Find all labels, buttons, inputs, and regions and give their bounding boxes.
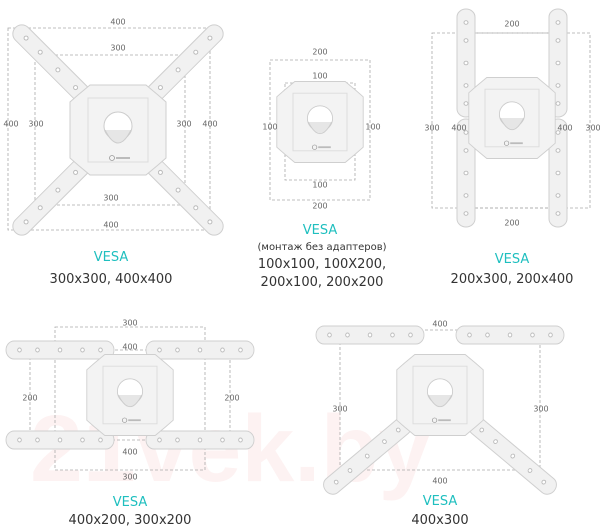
dim-label: 100 [262,122,278,132]
dim-label: 100 [365,122,381,132]
dim-label: 300 [332,404,348,414]
dim-label: 300 [585,123,600,133]
dim-label: 300 [103,193,119,203]
dim-label: 400 [122,342,138,352]
dim-label: 400 [110,17,126,27]
dim-label: 300 [122,318,138,328]
dim-label: 400 [432,319,448,329]
vesa-sizes: 400x300 [411,513,469,528]
dim-label: 100 [312,180,328,190]
vesa-title: VESA [112,495,148,510]
vesa-title: VESA [494,252,530,267]
dim-label: 200 [504,19,520,29]
dim-label: 300 [424,123,440,133]
dim-label: 200 [504,218,520,228]
dim-label: 400 [103,220,119,230]
dim-label: 400 [557,123,573,133]
dim-label: 300 [28,119,44,129]
dim-label: 100 [312,71,328,81]
vesa-title: VESA [302,223,338,238]
dim-label: 200 [312,201,328,211]
dim-label: 300 [122,472,138,482]
vesa-sizes: 100x100, 100X200, [257,257,387,272]
dim-label: 400 [202,119,218,129]
dim-label: 300 [110,43,126,53]
dim-label: 300 [533,404,549,414]
vesa-sizes: 200x300, 200x400 [450,272,574,287]
vesa-title: VESA [93,250,129,265]
dim-label: 200 [224,393,240,403]
dim-label: 300 [176,119,192,129]
vesa-sizes: 400x200, 300x200 [68,513,192,528]
dim-label: 200 [22,393,38,403]
dim-label: 400 [432,476,448,486]
vesa-sizes: 300x300, 400x400 [49,272,173,287]
dim-label: 400 [451,123,467,133]
dim-label: 200 [312,47,328,57]
vesa-sizes: 200x100, 200x200 [260,275,384,290]
dim-label: 400 [3,119,19,129]
dim-label: 400 [122,447,138,457]
vesa-note: (монтаж без адаптеров) [257,242,387,253]
vesa-title: VESA [422,494,458,509]
